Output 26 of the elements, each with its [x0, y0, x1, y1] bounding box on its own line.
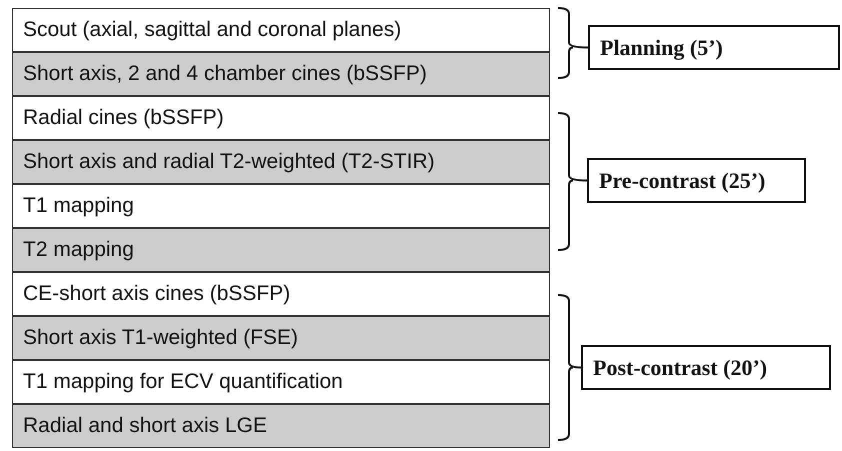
phase-label: Pre-contrast (25’) — [599, 168, 766, 194]
sequence-label: T1 mapping for ECV quantification — [23, 370, 343, 394]
table-row — [12, 184, 550, 228]
table-row — [12, 228, 550, 272]
sequence-label: Radial and short axis LGE — [23, 414, 267, 438]
table-row — [12, 404, 550, 448]
sequence-label: Radial cines (bSSFP) — [23, 106, 224, 130]
table-row — [12, 96, 550, 140]
phase-label: Planning (5’) — [600, 34, 723, 60]
table-row — [12, 360, 550, 404]
table-row — [12, 52, 550, 96]
sequence-label: Short axis, 2 and 4 chamber cines (bSSFP) — [23, 62, 427, 86]
table-row — [12, 316, 550, 360]
phase-box — [587, 158, 806, 203]
table-row — [12, 272, 550, 316]
phase-label: Post-contrast (20’) — [593, 354, 768, 380]
sequence-label: CE-short axis cines (bSSFP) — [23, 282, 290, 306]
table-row — [12, 140, 550, 184]
sequence-label: T1 mapping — [23, 194, 134, 218]
phase-box — [588, 25, 840, 70]
table-row — [12, 8, 550, 52]
sequence-label: T2 mapping — [23, 238, 134, 262]
sequence-label: Short axis T1-weighted (FSE) — [23, 326, 298, 350]
sequence-label: Scout (axial, sagittal and coronal planes) — [23, 18, 402, 42]
phase-box — [581, 345, 831, 390]
sequence-label: Short axis and radial T2-weighted (T2-STIR) — [23, 150, 435, 174]
